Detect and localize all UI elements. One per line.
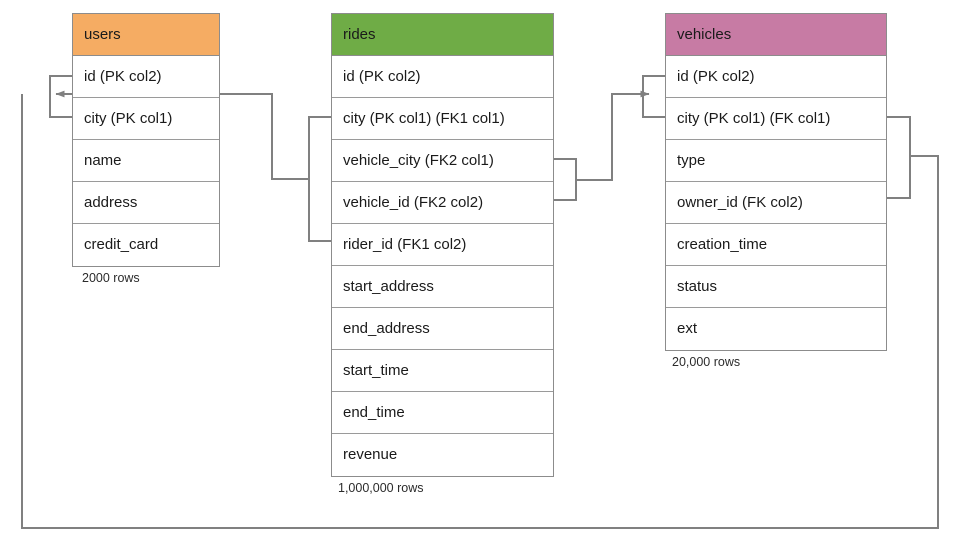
table-users-column-name[interactable]: name (73, 140, 219, 182)
table-vehicles-header: vehicles (666, 14, 886, 56)
table-vehicles-column-type[interactable]: type (666, 140, 886, 182)
table-vehicles-column-creation-time[interactable]: creation_time (666, 224, 886, 266)
table-rides-column-vehicle-id[interactable]: vehicle_id (FK2 col2) (332, 182, 553, 224)
table-rides-column-city[interactable]: city (PK col1) (FK1 col1) (332, 98, 553, 140)
table-vehicles-row-count: 20,000 rows (672, 355, 741, 369)
table-rides-title: rides (343, 26, 376, 43)
table-users-title: users (84, 26, 121, 43)
table-rides-column-end-address[interactable]: end_address (332, 308, 553, 350)
table-rides-column-vehicle-city[interactable]: vehicle_city (FK2 col1) (332, 140, 553, 182)
table-vehicles-column-ext[interactable]: ext (666, 308, 886, 350)
table-rides-column-rider-id[interactable]: rider_id (FK1 col2) (332, 224, 553, 266)
table-users-row-count: 2000 rows (82, 271, 140, 285)
table-rides-column-start-time[interactable]: start_time (332, 350, 553, 392)
table-rides-row-count: 1,000,000 rows (338, 481, 424, 495)
table-vehicles-title: vehicles (677, 26, 732, 43)
table-rides[interactable]: rides id (PK col2) city (PK col1) (FK1 c… (331, 13, 554, 477)
table-rides-column-end-time[interactable]: end_time (332, 392, 553, 434)
table-rides-column-id[interactable]: id (PK col2) (332, 56, 553, 98)
table-rides-column-revenue[interactable]: revenue (332, 434, 553, 476)
table-users-column-city[interactable]: city (PK col1) (73, 98, 219, 140)
wire-rides-fk2-to-vehicles (554, 75, 665, 201)
table-vehicles[interactable]: vehicles id (PK col2) city (PK col1) (FK… (665, 13, 887, 351)
table-users-header: users (73, 14, 219, 56)
table-vehicles-column-status[interactable]: status (666, 266, 886, 308)
table-users-column-id[interactable]: id (PK col2) (73, 56, 219, 98)
table-vehicles-column-id[interactable]: id (PK col2) (666, 56, 886, 98)
table-users-column-credit-card[interactable]: credit_card (73, 224, 219, 266)
table-vehicles-column-city[interactable]: city (PK col1) (FK col1) (666, 98, 886, 140)
table-vehicles-column-owner-id[interactable]: owner_id (FK col2) (666, 182, 886, 224)
table-users[interactable]: users id (PK col2) city (PK col1) name a… (72, 13, 220, 267)
users-left-bracket (49, 75, 72, 118)
table-users-column-address[interactable]: address (73, 182, 219, 224)
table-rides-column-start-address[interactable]: start_address (332, 266, 553, 308)
table-rides-header: rides (332, 14, 553, 56)
